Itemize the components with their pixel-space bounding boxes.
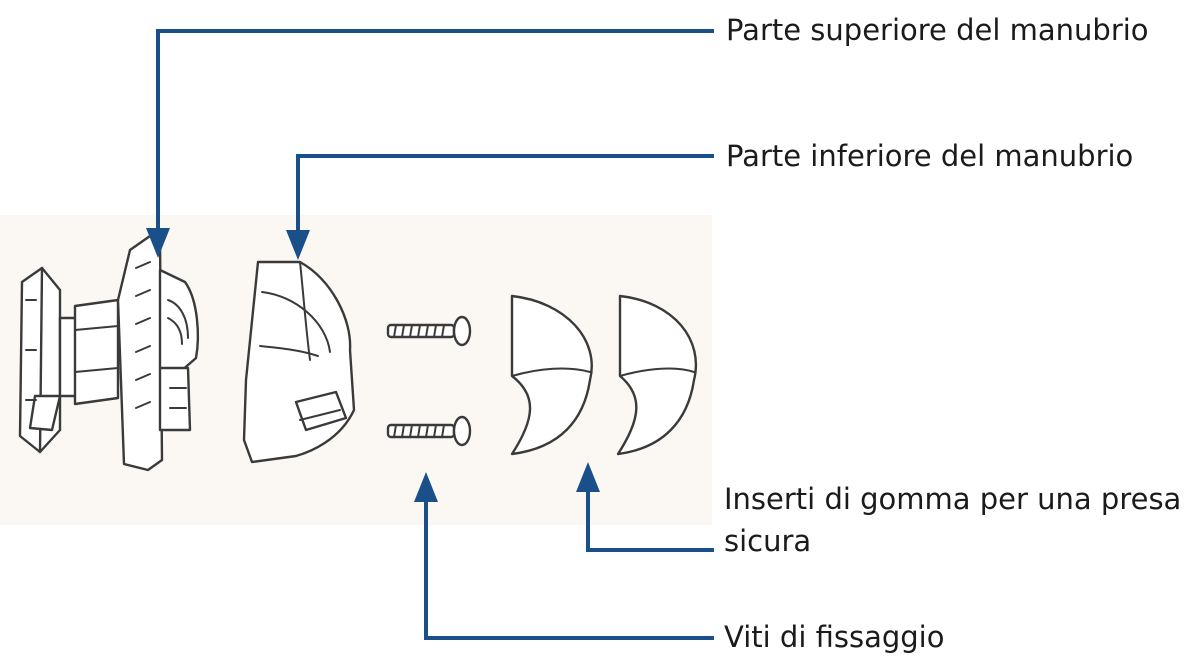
leader-handlebar-top bbox=[146, 29, 714, 258]
label-rubber-inserts: Inserti di gomma per una presa sicura bbox=[724, 478, 1181, 562]
label-handlebar-top: Parte superiore del manubrio bbox=[726, 13, 1149, 47]
rubber-insert-right bbox=[616, 294, 697, 456]
leader-rubber-inserts bbox=[576, 462, 714, 552]
screw-bottom bbox=[386, 415, 472, 447]
screw-top bbox=[386, 315, 472, 347]
label-handlebar-bottom: Parte inferiore del manubrio bbox=[726, 139, 1134, 173]
label-rubber-inserts-line2: sicura bbox=[724, 524, 812, 558]
handlebar-top-part bbox=[116, 234, 200, 472]
rubber-insert-left bbox=[510, 294, 593, 456]
leader-screws bbox=[414, 472, 714, 640]
label-screws: Viti di fissaggio bbox=[724, 620, 945, 654]
handlebar-bottom-part bbox=[242, 260, 356, 464]
label-rubber-inserts-line1: Inserti di gomma per una presa bbox=[724, 482, 1182, 516]
leader-handlebar-bottom bbox=[286, 154, 714, 260]
mount-base bbox=[18, 266, 120, 454]
